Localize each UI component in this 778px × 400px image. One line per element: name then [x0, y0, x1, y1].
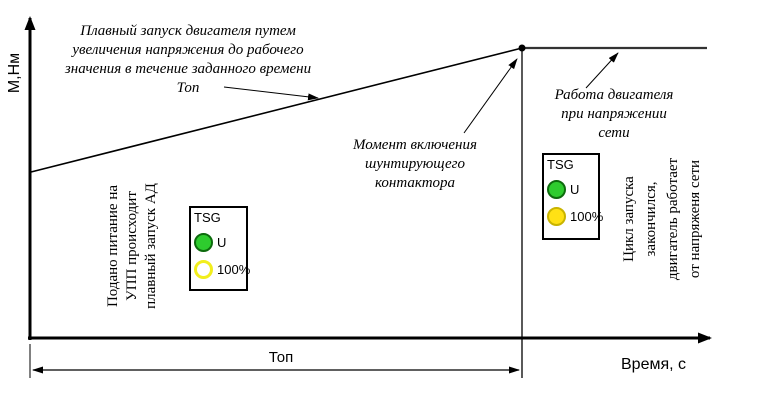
- note-line: от напряженя сети: [687, 159, 703, 279]
- voltage-lamp-on-icon: [547, 180, 566, 199]
- soft-start-note: Плавный запуск двигателя путем увеличени…: [42, 22, 334, 98]
- note-line: Момент включения: [353, 137, 477, 153]
- mains-operation-note: Работа двигателя при напряжении сети: [543, 86, 685, 143]
- tsg-panel-during-start: TSG U 100%: [189, 206, 250, 291]
- y-axis-label: М,Нм: [6, 52, 23, 94]
- leader-contactor-arrow: [463, 58, 518, 134]
- contactor-moment-note: Момент включения шунтирующего контактора: [342, 136, 488, 193]
- note-line: двигатель работает: [665, 157, 681, 281]
- note-line: увеличения напряжения до рабочего: [72, 42, 304, 58]
- note-line: плавный запуск АД: [143, 183, 159, 309]
- voltage-lamp-on-icon: [194, 233, 213, 252]
- tsg-panel-after-start: TSG U 100%: [542, 153, 603, 240]
- note-line: значения в течение заданного времени: [64, 61, 312, 77]
- note-line: Топ: [176, 80, 200, 96]
- note-line: при напряжении: [561, 106, 667, 122]
- note-line: сети: [598, 125, 630, 141]
- ramp-voltage-line: [30, 47, 523, 173]
- x-axis-label: Время, с: [621, 356, 687, 373]
- full-voltage-lamp-on-icon: [547, 207, 566, 226]
- panel-title: TSG: [547, 157, 574, 172]
- lamp-row-voltage: U: [547, 180, 595, 199]
- full-voltage-lamp-off-icon: [194, 260, 213, 279]
- note-line: Плавный запуск двигателя путем: [80, 23, 296, 39]
- note-line: Цикл запуска: [621, 176, 637, 262]
- power-applied-note: Подано питание на УПП происходит плавный…: [104, 170, 162, 322]
- note-line: шунтирующего: [365, 156, 465, 172]
- note-line: Работа двигателя: [554, 87, 674, 103]
- lamp-row-100pct: 100%: [194, 260, 250, 279]
- leader-mains-arrow: [585, 52, 619, 89]
- lamp-row-voltage: U: [194, 233, 243, 252]
- lamp-label: U: [217, 235, 227, 250]
- lamp-label: 100%: [217, 262, 251, 277]
- lamp-label: 100%: [570, 209, 604, 224]
- note-line: Подано питание на: [105, 184, 121, 308]
- note-line: контактора: [374, 175, 456, 191]
- leader-soft-start-arrow: [223, 86, 319, 101]
- note-line: УПП происходит: [124, 191, 140, 301]
- panel-title: TSG: [194, 210, 221, 225]
- lamp-label: U: [570, 182, 580, 197]
- top-dimension-label: Топ: [268, 349, 294, 366]
- cycle-finished-note: Цикл запуска закончился, двигатель работ…: [618, 145, 706, 293]
- lamp-row-100pct: 100%: [547, 207, 603, 226]
- note-line: закончился,: [643, 181, 659, 257]
- junction-dot: [518, 44, 526, 52]
